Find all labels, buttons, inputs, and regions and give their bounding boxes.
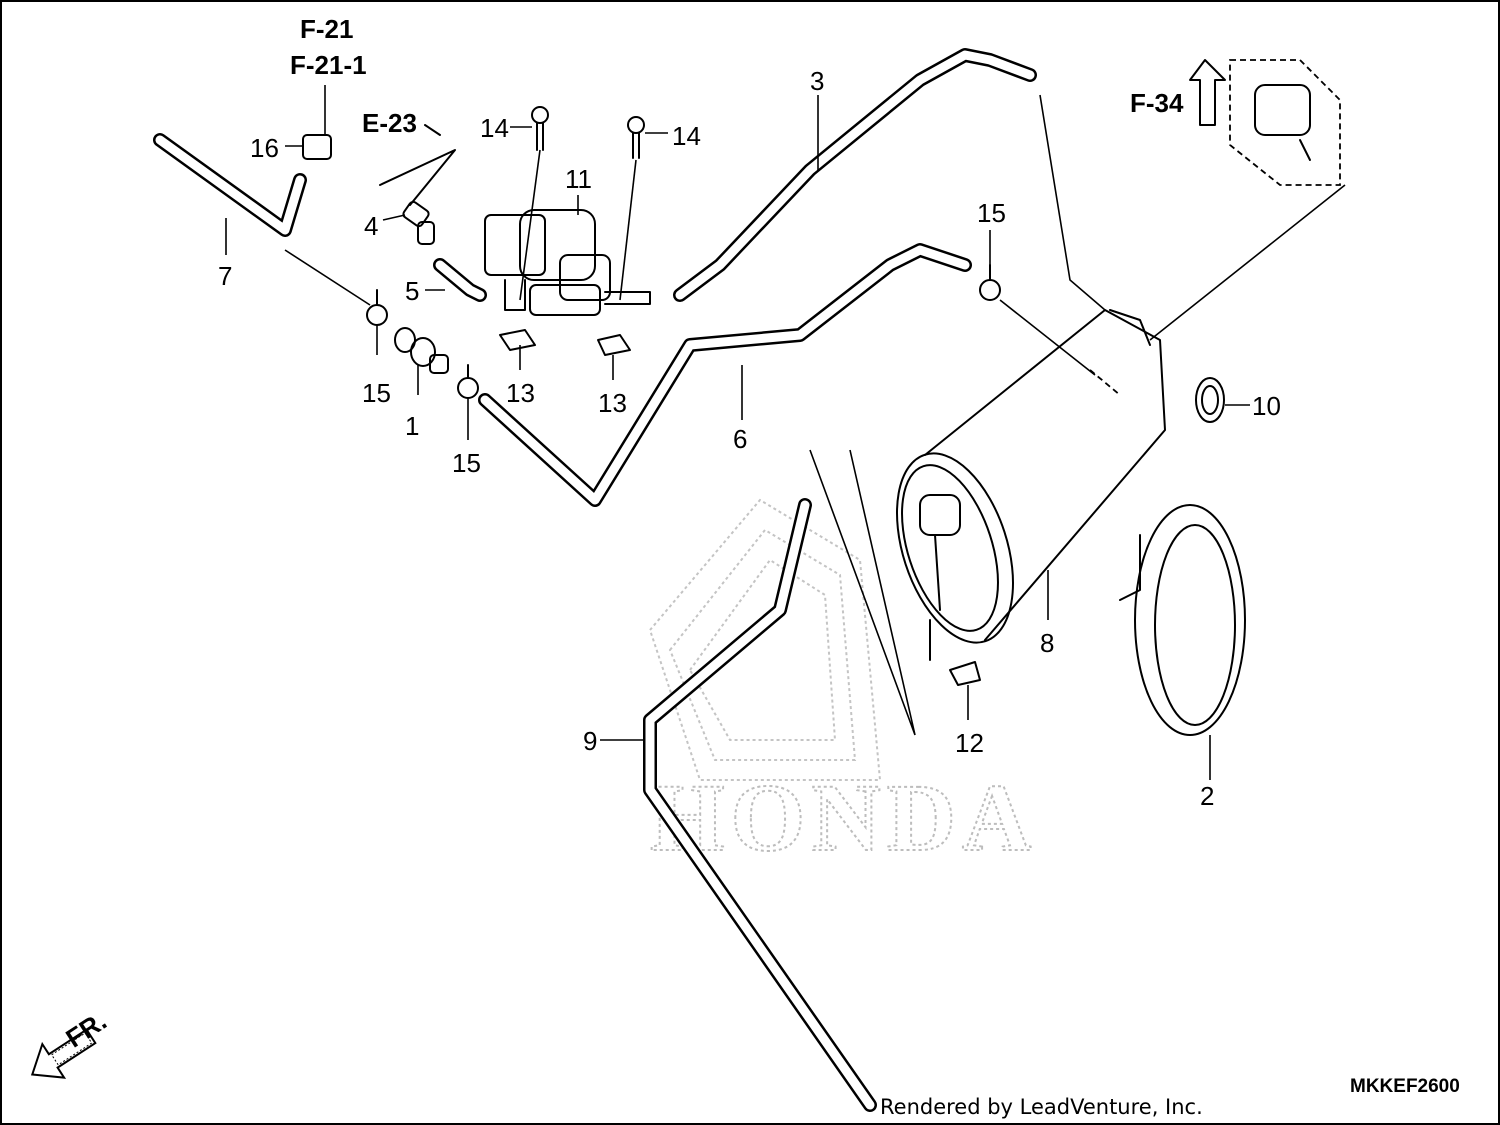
ref-e-23[interactable]: E-23 xyxy=(362,108,417,138)
joint-1[interactable] xyxy=(394,327,449,374)
purge-control-solenoid-valve-11[interactable] xyxy=(484,209,651,316)
ref-f-21[interactable]: F-21 xyxy=(300,14,353,44)
hose-6[interactable] xyxy=(478,243,972,507)
callout-7[interactable]: 7 xyxy=(218,261,232,291)
hose-3[interactable] xyxy=(673,48,1037,302)
callout-14-right[interactable]: 14 xyxy=(672,121,701,151)
callout-15-right[interactable]: 15 xyxy=(977,198,1006,228)
callout-9[interactable]: 9 xyxy=(583,726,597,756)
callout-13-right[interactable]: 13 xyxy=(598,388,627,418)
canister-band-2[interactable] xyxy=(1119,504,1246,736)
clamp-15-right[interactable] xyxy=(979,264,1001,301)
f-34-arrow-icon xyxy=(1189,59,1226,126)
hose-7[interactable] xyxy=(153,133,307,237)
front-arrow-icon xyxy=(30,1028,97,1079)
callout-13-left[interactable]: 13 xyxy=(506,378,535,408)
ref-f-34[interactable]: F-34 xyxy=(1130,88,1184,118)
callout-15-middle[interactable]: 15 xyxy=(452,448,481,478)
honda-watermark-text: HONDA xyxy=(650,764,1037,871)
callout-5[interactable]: 5 xyxy=(405,276,419,306)
leader-lines xyxy=(225,85,1346,780)
render-credit: Rendered by LeadVenture, Inc. xyxy=(880,1095,1203,1119)
bolt-14-left[interactable] xyxy=(531,106,549,151)
callout-12[interactable]: 12 xyxy=(955,728,984,758)
joint-4[interactable] xyxy=(402,200,435,245)
grommet-13-left[interactable] xyxy=(499,329,536,351)
callout-11[interactable]: 11 xyxy=(565,164,592,194)
cap-10[interactable] xyxy=(1195,377,1225,423)
callout-14-left[interactable]: 14 xyxy=(480,113,509,143)
callout-8[interactable]: 8 xyxy=(1040,628,1054,658)
callout-10[interactable]: 10 xyxy=(1252,391,1281,421)
callout-4[interactable]: 4 xyxy=(364,211,378,241)
clamp-15-middle[interactable] xyxy=(457,364,479,399)
ref-f-21-1[interactable]: F-21-1 xyxy=(290,50,367,80)
clamp-15-left[interactable] xyxy=(366,289,388,326)
bolt-14-right[interactable] xyxy=(627,116,645,159)
callout-1[interactable]: 1 xyxy=(405,411,419,441)
f-34-inset xyxy=(1229,59,1341,186)
clip-16[interactable] xyxy=(302,134,332,160)
e-23-arrow-icon xyxy=(379,124,456,206)
grommet-12[interactable] xyxy=(949,661,981,686)
evap-canister-8[interactable] xyxy=(875,309,1166,661)
honda-wing-watermark xyxy=(648,498,882,781)
callout-6[interactable]: 6 xyxy=(733,424,747,454)
diagram-code: MKKEF2600 xyxy=(1350,1076,1460,1097)
callout-15-left[interactable]: 15 xyxy=(362,378,391,408)
callout-2[interactable]: 2 xyxy=(1200,781,1214,811)
callout-3[interactable]: 3 xyxy=(810,66,824,96)
grommet-13-right[interactable] xyxy=(597,334,631,356)
hose-5[interactable] xyxy=(433,258,487,302)
hose-9[interactable] xyxy=(643,498,877,1112)
callout-16[interactable]: 16 xyxy=(250,133,279,163)
